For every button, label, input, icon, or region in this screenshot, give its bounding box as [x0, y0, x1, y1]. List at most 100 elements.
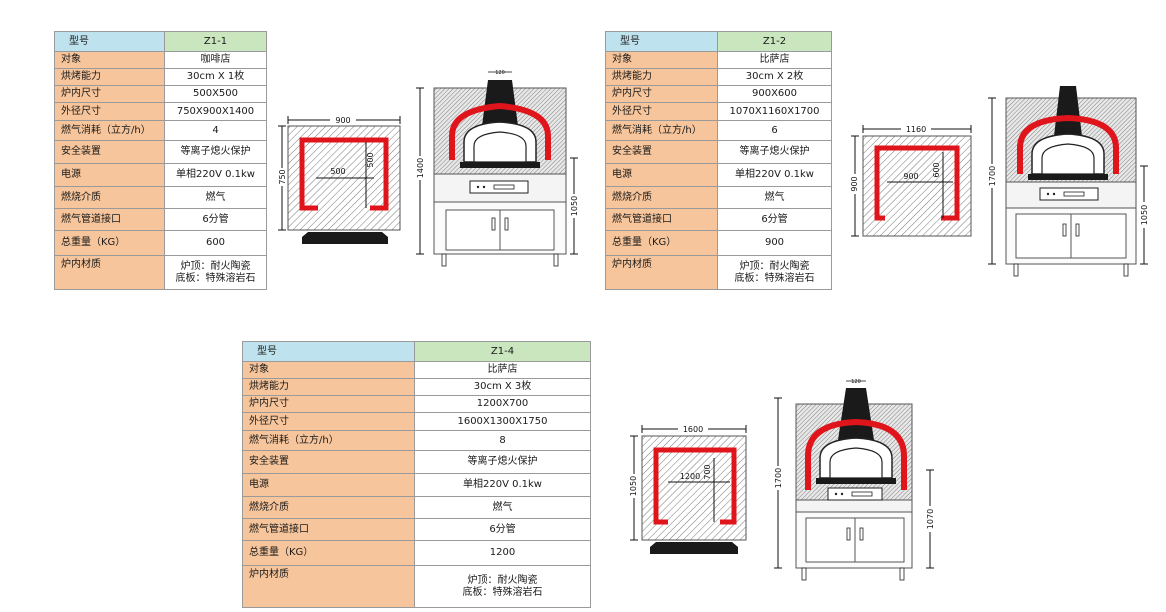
dim-inner-d: 600: [932, 162, 941, 177]
label-capacity: 烘烤能力: [605, 68, 718, 86]
value-power: 单相220V 0.1kw: [164, 163, 267, 187]
dim-inner-d: 500: [366, 152, 375, 167]
label-target: 对象: [605, 51, 718, 69]
label-fuel: 燃烧介质: [605, 186, 718, 209]
label-model: 型号: [605, 31, 718, 52]
value-power: 单相220V 0.1kw: [414, 473, 591, 497]
value-outer-size: 750X900X1400: [164, 102, 267, 121]
dim-chimney: 120: [495, 70, 505, 76]
value-capacity: 30cm X 2枚: [717, 68, 832, 86]
label-total-weight: 总重量（KG）: [605, 230, 718, 256]
value-gas-pipe: 6分管: [414, 518, 591, 541]
elevation-z1-1: 1400 120 1050: [414, 70, 580, 267]
material-bottom: 底板：特殊溶岩石: [462, 586, 543, 598]
value-gas-consumption: 8: [414, 430, 591, 451]
dim-inner-w: 1200: [680, 472, 700, 481]
plan-view-z1-4: 1600 1050 1200 700: [627, 424, 747, 554]
dim-plan-depth: 900: [850, 176, 859, 191]
value-total-weight: 1200: [414, 540, 591, 566]
dim-base-height: 1050: [1140, 205, 1149, 225]
dim-inner-d: 700: [703, 464, 712, 479]
value-material: 炉顶：耐火陶瓷底板：特殊溶岩石: [164, 255, 267, 290]
label-safety: 安全装置: [242, 450, 415, 474]
label-model: 型号: [54, 31, 165, 52]
dim-height: 1400: [416, 158, 425, 178]
dim-chimney: 120: [851, 379, 861, 385]
value-capacity: 30cm X 1枚: [164, 68, 267, 86]
label-gas-pipe: 燃气管道接口: [242, 518, 415, 541]
value-fuel: 燃气: [164, 186, 267, 209]
label-total-weight: 总重量（KG）: [54, 230, 165, 256]
label-material: 炉内材质: [54, 255, 165, 290]
label-total-weight: 总重量（KG）: [242, 540, 415, 566]
label-outer-size: 外径尺寸: [242, 412, 415, 431]
dim-plan-width: 1160: [906, 125, 926, 134]
value-target: 比萨店: [717, 51, 832, 69]
elevation-z1-2: 1700 1050: [986, 86, 1150, 277]
label-gas-consumption: 燃气消耗（立方/h）: [242, 430, 415, 451]
value-safety: 等离子熄火保护: [164, 140, 267, 164]
value-inner-size: 1200X700: [414, 395, 591, 413]
elevation-z1-4: 1700 120 1070: [772, 379, 936, 581]
label-power: 电源: [242, 473, 415, 497]
value-gas-consumption: 6: [717, 120, 832, 141]
material-bottom: 底板：特殊溶岩石: [734, 272, 815, 284]
label-gas-consumption: 燃气消耗（立方/h）: [605, 120, 718, 141]
label-outer-size: 外径尺寸: [605, 102, 718, 121]
value-gas-pipe: 6分管: [164, 208, 267, 231]
dim-plan-width: 1600: [683, 425, 703, 434]
value-power: 单相220V 0.1kw: [717, 163, 832, 187]
value-outer-size: 1070X1160X1700: [717, 102, 832, 121]
value-model: Z1-4: [414, 341, 591, 362]
dim-inner-w: 900: [903, 172, 918, 181]
label-outer-size: 外径尺寸: [54, 102, 165, 121]
value-inner-size: 500X500: [164, 85, 267, 103]
value-safety: 等离子熄火保护: [717, 140, 832, 164]
label-safety: 安全装置: [54, 140, 165, 164]
label-material: 炉内材质: [242, 565, 415, 608]
material-top: 炉顶：耐火陶瓷: [180, 261, 251, 272]
label-gas-consumption: 燃气消耗（立方/h）: [54, 120, 165, 141]
value-fuel: 燃气: [414, 496, 591, 519]
label-target: 对象: [54, 51, 165, 69]
value-material: 炉顶：耐火陶瓷底板：特殊溶岩石: [414, 565, 591, 608]
value-outer-size: 1600X1300X1750: [414, 412, 591, 431]
value-target: 咖啡店: [164, 51, 267, 69]
label-target: 对象: [242, 361, 415, 379]
material-top: 炉顶：耐火陶瓷: [467, 575, 538, 586]
label-capacity: 烘烤能力: [242, 378, 415, 396]
value-material: 炉顶：耐火陶瓷底板：特殊溶岩石: [717, 255, 832, 290]
label-inner-size: 炉内尺寸: [242, 395, 415, 413]
value-gas-consumption: 4: [164, 120, 267, 141]
value-fuel: 燃气: [717, 186, 832, 209]
label-fuel: 燃烧介质: [54, 186, 165, 209]
value-target: 比萨店: [414, 361, 591, 379]
label-inner-size: 炉内尺寸: [54, 85, 165, 103]
value-model: Z1-2: [717, 31, 832, 52]
label-fuel: 燃烧介质: [242, 496, 415, 519]
dim-inner-w: 500: [330, 167, 345, 176]
dim-height: 1700: [774, 468, 783, 488]
dim-height: 1700: [988, 166, 997, 186]
value-total-weight: 900: [717, 230, 832, 256]
value-capacity: 30cm X 3枚: [414, 378, 591, 396]
dim-plan-depth: 750: [278, 169, 287, 184]
value-model: Z1-1: [164, 31, 267, 52]
label-capacity: 烘烤能力: [54, 68, 165, 86]
plan-view-z1-1: 900 750 500 500: [278, 115, 401, 244]
label-gas-pipe: 燃气管道接口: [605, 208, 718, 231]
label-power: 电源: [605, 163, 718, 187]
label-safety: 安全装置: [605, 140, 718, 164]
dim-base-height: 1050: [570, 196, 579, 216]
value-total-weight: 600: [164, 230, 267, 256]
material-top: 炉顶：耐火陶瓷: [739, 261, 810, 272]
value-safety: 等离子熄火保护: [414, 450, 591, 474]
dim-plan-width: 900: [335, 116, 350, 125]
label-material: 炉内材质: [605, 255, 718, 290]
label-inner-size: 炉内尺寸: [605, 85, 718, 103]
label-gas-pipe: 燃气管道接口: [54, 208, 165, 231]
value-inner-size: 900X600: [717, 85, 832, 103]
